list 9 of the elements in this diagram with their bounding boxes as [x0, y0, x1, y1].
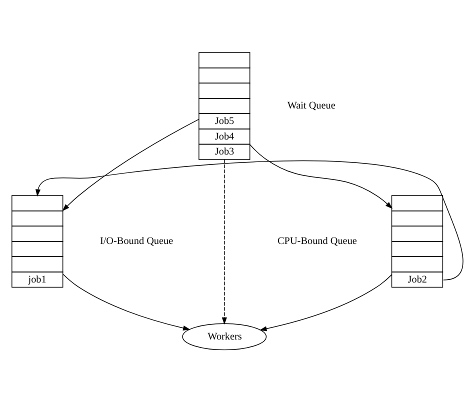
arrow: [62, 118, 199, 211]
arrow: [249, 144, 392, 208]
node-label: Wait Queue: [286, 100, 335, 111]
arrow: [34, 160, 463, 280]
node-label: CPU-Bound Queue: [277, 236, 356, 247]
node-label: I/O-Bound Queue: [99, 236, 173, 247]
arrow: [258, 274, 392, 331]
arrow: [62, 273, 190, 330]
arrow: [221, 158, 226, 324]
